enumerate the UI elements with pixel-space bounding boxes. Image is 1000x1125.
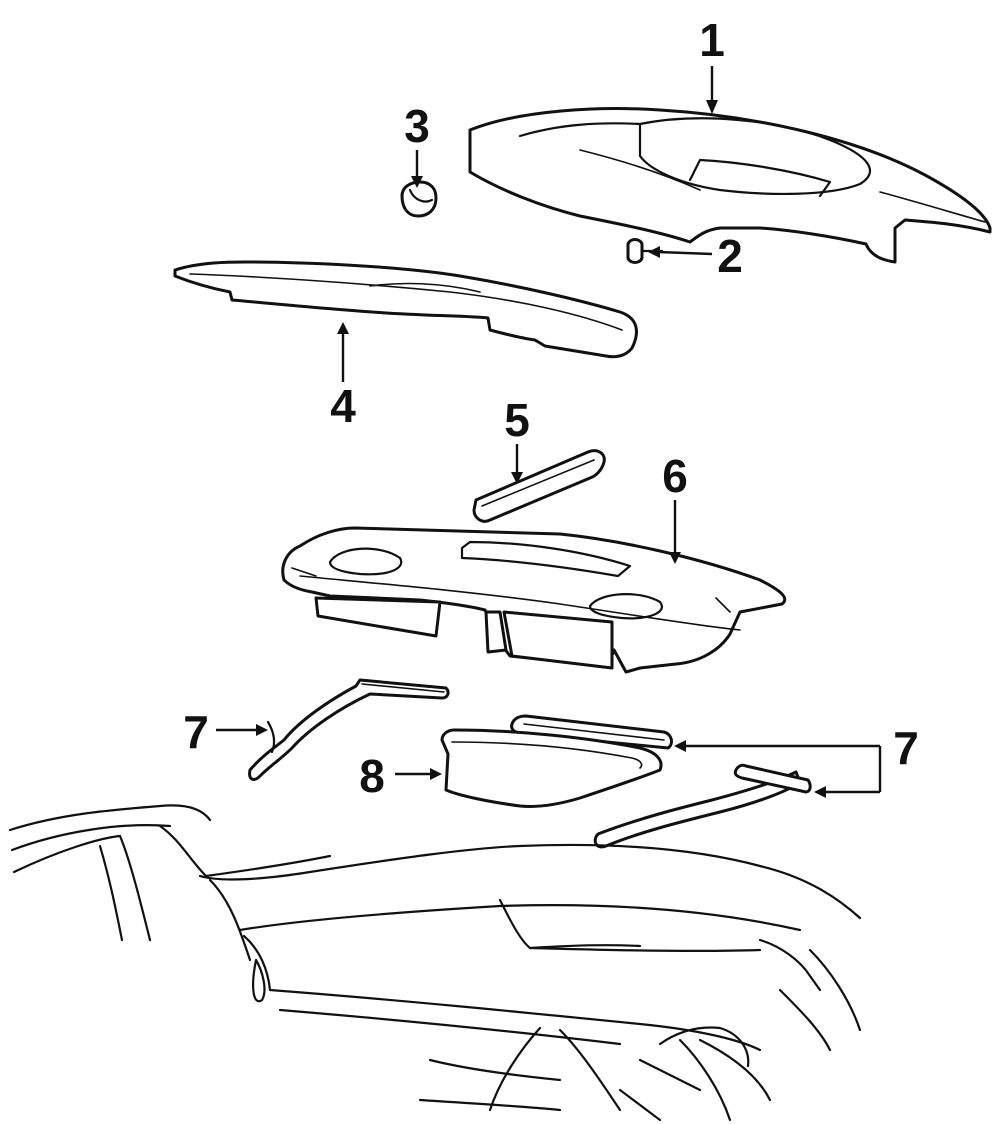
vehicle-body-structure [8, 804, 862, 1122]
callout-4: 4 [330, 380, 356, 432]
part-7-left-bracket [248, 678, 450, 781]
callout-8: 8 [359, 750, 385, 802]
part-8-access-panel [440, 728, 663, 808]
callout-3: 3 [404, 100, 430, 152]
part-3-clip [400, 180, 438, 218]
leader-lines [216, 66, 882, 798]
part-6-package-shelf [281, 526, 787, 674]
callout-labels: 1 2 3 4 5 6 7 7 8 [183, 14, 919, 802]
part-1-package-tray-trim [468, 107, 992, 264]
callout-1: 1 [699, 14, 725, 66]
callout-6: 6 [662, 450, 688, 502]
part-5-foam-strip [472, 449, 606, 523]
callout-7-right: 7 [893, 722, 919, 774]
callout-5: 5 [504, 394, 530, 446]
callout-7-left: 7 [183, 706, 209, 758]
part-4-insulator-panel [173, 260, 638, 359]
callout-2: 2 [717, 230, 743, 282]
